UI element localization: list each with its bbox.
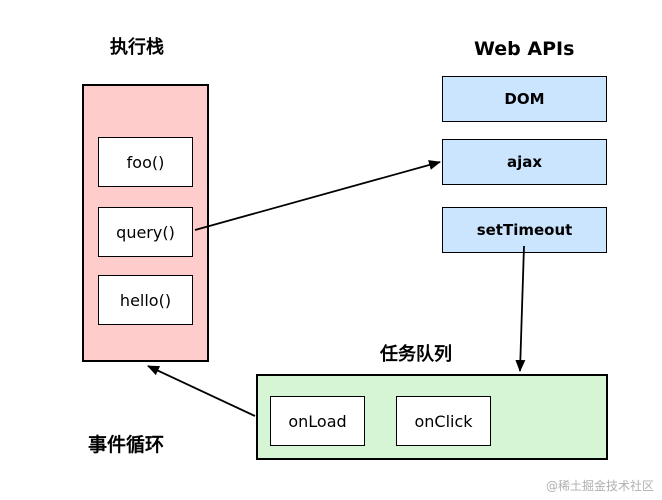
stack-frame-hello: hello() (98, 275, 193, 325)
arrow-query-to-ajax (194, 160, 441, 231)
task-onclick: onClick (396, 396, 491, 446)
task-onload: onLoad (270, 396, 365, 446)
call-stack-title: 执行栈 (110, 37, 164, 58)
web-apis-title: Web APIs (474, 38, 575, 60)
arrow-settimeout-to-queue (515, 245, 526, 372)
web-api-settimeout: setTimeout (442, 207, 607, 253)
stack-frame-foo: foo() (98, 137, 193, 187)
task-queue-title: 任务队列 (380, 344, 452, 365)
web-api-dom: DOM (442, 76, 607, 122)
stack-frame-query: query() (98, 207, 193, 257)
event-loop-label: 事件循环 (88, 434, 165, 456)
watermark: @稀土掘金技术社区 (545, 479, 654, 493)
web-api-ajax: ajax (442, 139, 607, 185)
arrow-queue-to-stack (147, 365, 256, 417)
